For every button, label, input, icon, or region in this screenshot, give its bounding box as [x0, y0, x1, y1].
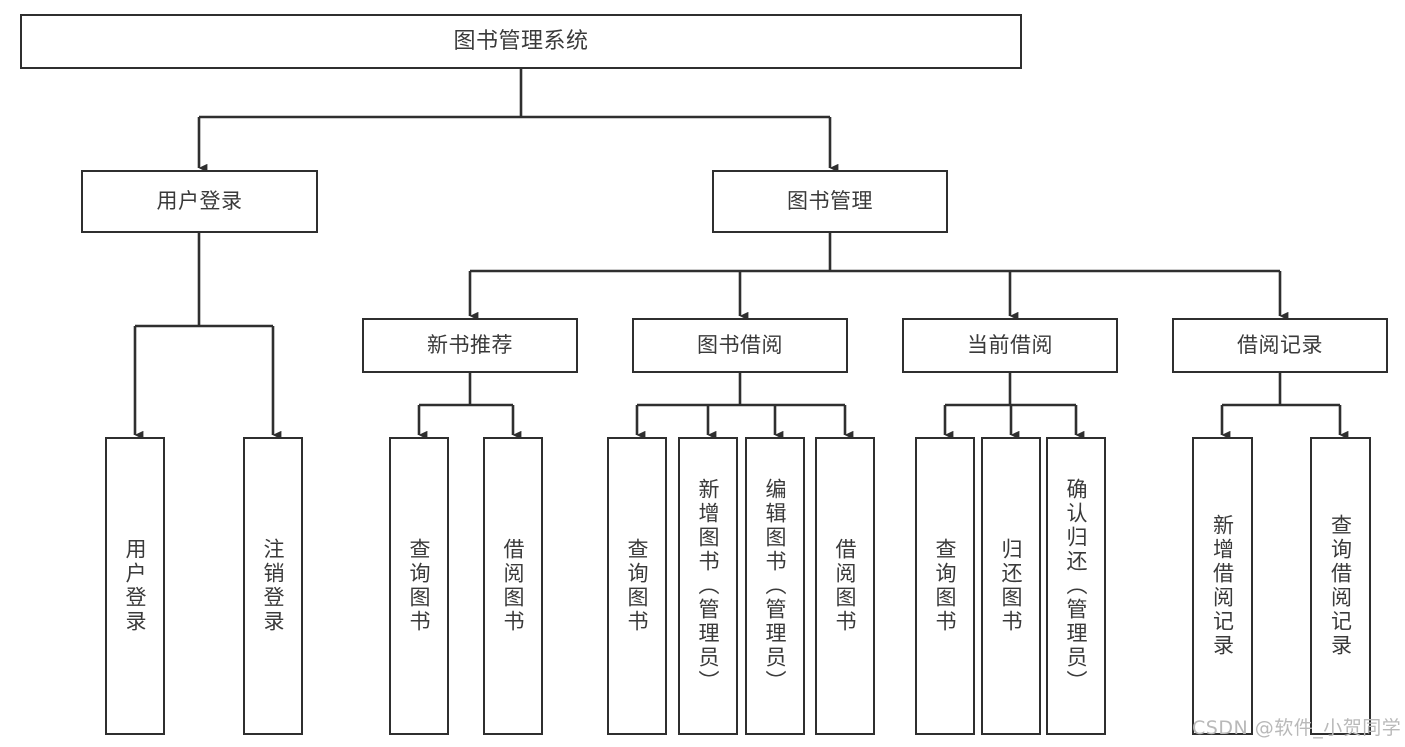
node-book-management[interactable]: 图书管理 — [712, 170, 948, 233]
node-label: 借阅图书 — [833, 538, 858, 634]
leaf-node[interactable]: 查询图书 — [607, 437, 667, 735]
node-label: 借阅图书 — [501, 538, 526, 634]
node-root-system[interactable]: 图书管理系统 — [20, 14, 1022, 69]
node-label: 用户登录 — [156, 189, 243, 214]
node-label: 当前借阅 — [967, 333, 1053, 358]
leaf-node[interactable]: 新增图书（管理员） — [678, 437, 738, 735]
leaf-node[interactable]: 新增借阅记录 — [1192, 437, 1253, 735]
leaf-node[interactable]: 借阅图书 — [483, 437, 543, 735]
leaf-node[interactable]: 查询图书 — [915, 437, 975, 735]
node-label: 图书管理 — [787, 189, 873, 214]
node-user-login[interactable]: 用户登录 — [81, 170, 318, 233]
node-label: 查询图书 — [407, 538, 432, 634]
node-label: 图书管理系统 — [453, 28, 589, 54]
node-borrow-record[interactable]: 借阅记录 — [1172, 318, 1388, 373]
node-book-borrow[interactable]: 图书借阅 — [632, 318, 848, 373]
node-label: 注销登录 — [261, 538, 286, 634]
node-label: 新增图书（管理员） — [696, 478, 721, 694]
leaf-node[interactable]: 借阅图书 — [815, 437, 875, 735]
leaf-node[interactable]: 注销登录 — [243, 437, 303, 735]
node-label: 编辑图书（管理员） — [763, 478, 788, 694]
node-new-book-recommend[interactable]: 新书推荐 — [362, 318, 578, 373]
csdn-watermark: CSDN @软件_小贺同学 — [1192, 717, 1402, 739]
leaf-node[interactable]: 用户登录 — [105, 437, 165, 735]
leaf-node[interactable]: 归还图书 — [981, 437, 1041, 735]
node-label: 查询图书 — [625, 538, 650, 634]
node-label: 新增借阅记录 — [1210, 514, 1235, 658]
node-label: 用户登录 — [123, 538, 148, 634]
node-label: 归还图书 — [999, 538, 1024, 634]
node-label: 图书借阅 — [697, 333, 783, 358]
leaf-node[interactable]: 查询图书 — [389, 437, 449, 735]
node-label: 查询借阅记录 — [1328, 514, 1353, 658]
node-label: 确认归还（管理员） — [1064, 478, 1089, 694]
node-label: 查询图书 — [933, 538, 958, 634]
node-current-borrow[interactable]: 当前借阅 — [902, 318, 1118, 373]
leaf-node[interactable]: 编辑图书（管理员） — [745, 437, 805, 735]
node-label: 借阅记录 — [1237, 333, 1323, 358]
leaf-node[interactable]: 查询借阅记录 — [1310, 437, 1371, 735]
node-label: 新书推荐 — [427, 333, 513, 358]
leaf-node[interactable]: 确认归还（管理员） — [1046, 437, 1106, 735]
